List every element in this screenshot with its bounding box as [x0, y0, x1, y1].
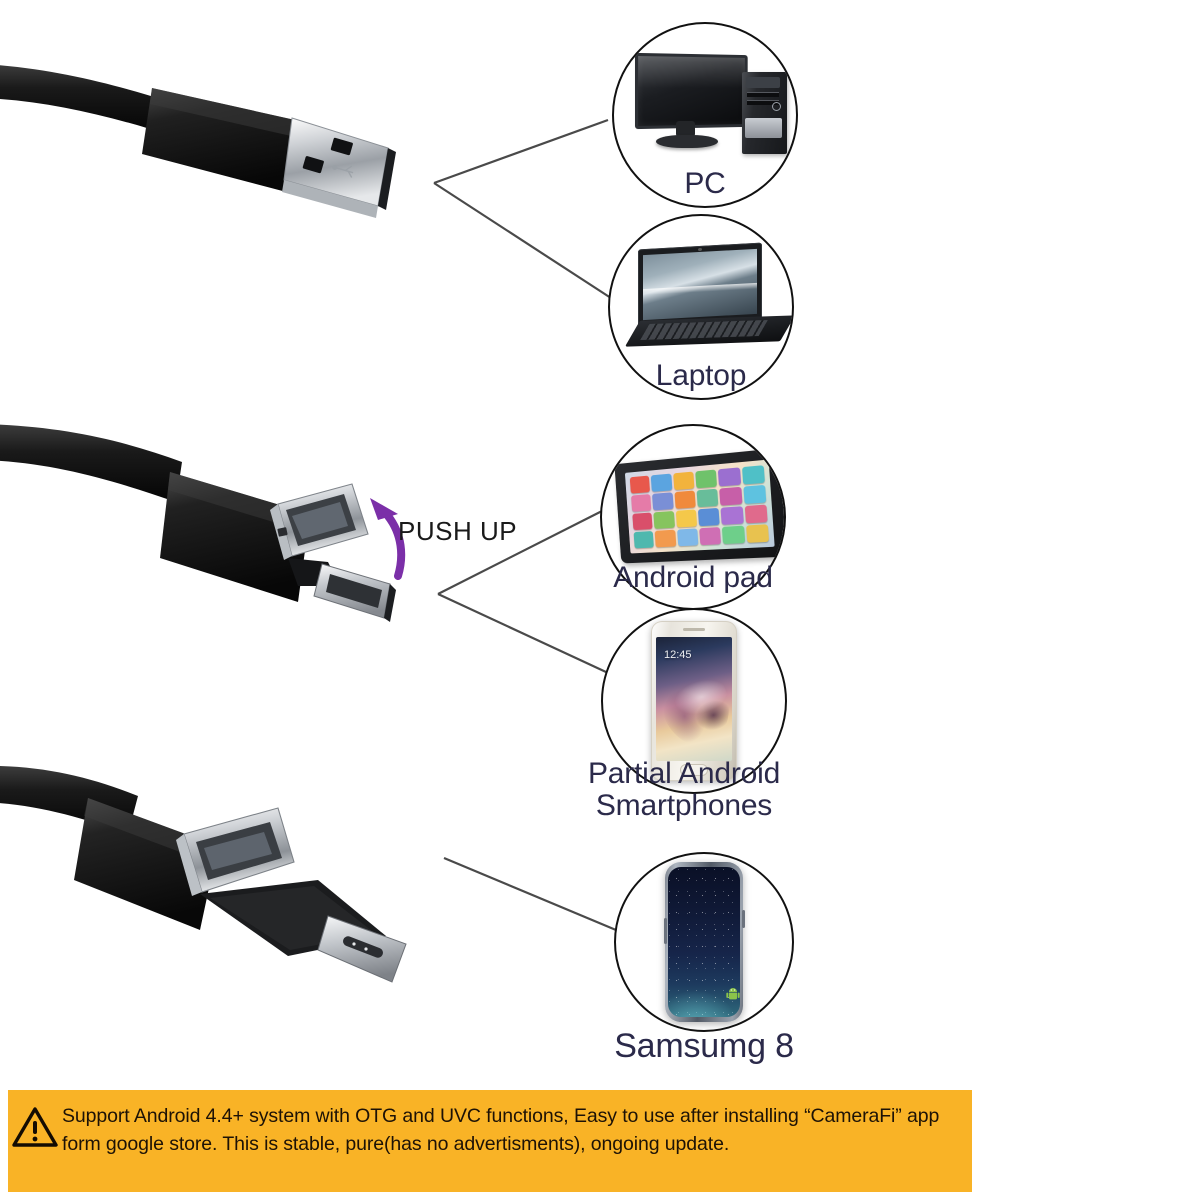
tablet-app-icon — [654, 529, 677, 548]
tablet-app-icon — [696, 488, 719, 508]
tablet-app-icon — [722, 525, 745, 545]
tablet-app-grid — [629, 465, 770, 549]
tablet-app-icon — [632, 512, 653, 531]
device-circle-samsung-8 — [614, 852, 794, 1032]
usb-a-cable-illustration — [0, 65, 396, 218]
tablet-app-icon — [672, 471, 695, 491]
device-circle-android-pad — [600, 424, 786, 610]
notice-text: Support Android 4.4+ system with OTG and… — [62, 1105, 940, 1156]
tablet-app-icon — [745, 524, 770, 543]
android-robot-icon — [726, 988, 740, 1000]
tablet-app-icon — [633, 530, 655, 549]
smartphone-white-icon: 12:45 — [651, 621, 737, 781]
device-label-partial-android-smartphones: Partial Android Smartphones — [587, 757, 781, 823]
tablet-app-icon — [651, 473, 673, 492]
tablet-app-icon — [674, 490, 696, 509]
tablet-app-icon — [718, 467, 741, 487]
tablet-app-icon — [741, 465, 765, 485]
warning-triangle-icon — [8, 1106, 62, 1148]
notice-banner: Support Android 4.4+ system with OTG and… — [8, 1090, 972, 1192]
push-up-label: PUSH UP — [398, 516, 518, 546]
tablet-app-icon — [719, 486, 743, 506]
tablet-app-icon — [699, 527, 722, 546]
device-circle-pc — [612, 22, 798, 208]
desktop-computer-icon — [630, 50, 796, 170]
device-label-samsung-8: Samsumg 8 — [614, 1027, 794, 1065]
device-label-pc: PC — [684, 167, 726, 200]
smartphone-clock: 12:45 — [664, 649, 692, 661]
laptop-icon — [624, 242, 792, 366]
tablet-app-icon — [743, 484, 767, 505]
smartphone-dark-icon — [663, 862, 745, 1022]
tablet-app-icon — [652, 492, 674, 511]
tablet-app-icon — [631, 494, 652, 512]
tablet-app-icon — [695, 469, 718, 489]
micro-usb-cable-illustration — [0, 424, 396, 622]
tablet-app-icon — [629, 475, 651, 494]
tablet-app-icon — [744, 504, 768, 524]
device-circle-laptop — [608, 214, 794, 400]
tablet-app-icon — [720, 506, 744, 525]
device-circle-partial-android-smartphones: 12:45 — [601, 608, 787, 794]
tablet-app-icon — [697, 507, 721, 527]
tablet-app-icon — [653, 510, 675, 529]
tablet-icon — [608, 447, 784, 572]
push-up-arrow-icon — [370, 498, 406, 580]
device-label-laptop: Laptop — [655, 359, 747, 392]
device-label-android-pad: Android pad — [613, 561, 773, 594]
tablet-app-icon — [676, 528, 699, 547]
usb-c-cable-illustration — [0, 765, 407, 983]
tablet-app-icon — [675, 509, 698, 528]
